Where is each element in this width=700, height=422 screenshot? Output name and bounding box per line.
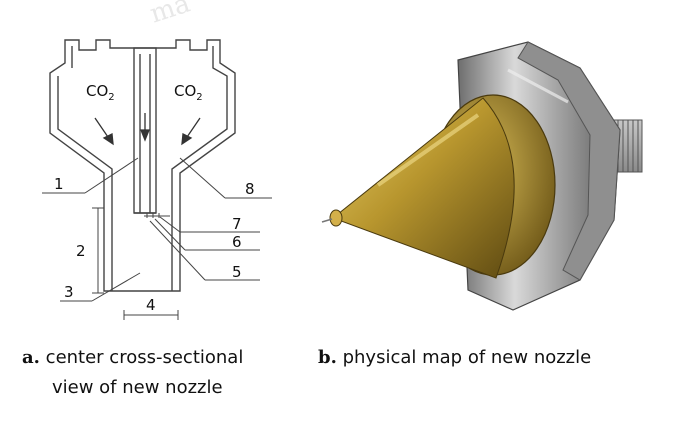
label-7: 7 <box>232 215 242 233</box>
label-3: 3 <box>64 283 74 301</box>
label-5: 5 <box>232 263 242 281</box>
flow-arrow-right <box>181 117 201 146</box>
leader-7 <box>159 216 181 233</box>
caption-a-line1: center cross-sectional <box>45 347 244 368</box>
leader-8 <box>179 157 226 199</box>
caption-b: b. physical map of new nozzle <box>318 343 698 373</box>
nozzle-tip <box>321 209 343 227</box>
caption-b-letter: b. <box>318 347 337 368</box>
label-4: 4 <box>146 296 156 314</box>
caption-a-letter: a. <box>22 347 40 368</box>
co2-left-label: CO2 <box>86 82 115 103</box>
label-1: 1 <box>54 175 64 193</box>
leader-6 <box>154 218 186 251</box>
caption-a: a. center cross-sectional view of new no… <box>22 343 312 403</box>
label-8: 8 <box>245 180 255 198</box>
cross-section-diagram: CO2 CO2 1 8 7 6 2 5 3 4 <box>42 39 272 320</box>
co2-right-label: CO2 <box>174 82 203 103</box>
caption-a-line2: view of new nozzle <box>52 377 223 398</box>
brass-cone <box>331 94 556 279</box>
flow-arrow-center <box>140 113 150 142</box>
leader-5 <box>149 220 206 281</box>
label-6: 6 <box>232 233 242 251</box>
housing-inner-wall <box>57 46 228 291</box>
housing-outer-wall <box>49 39 236 292</box>
nozzle-photo <box>321 41 643 311</box>
caption-b-text: physical map of new nozzle <box>342 347 592 368</box>
label-2: 2 <box>76 242 86 260</box>
flow-arrow-left <box>94 117 114 146</box>
